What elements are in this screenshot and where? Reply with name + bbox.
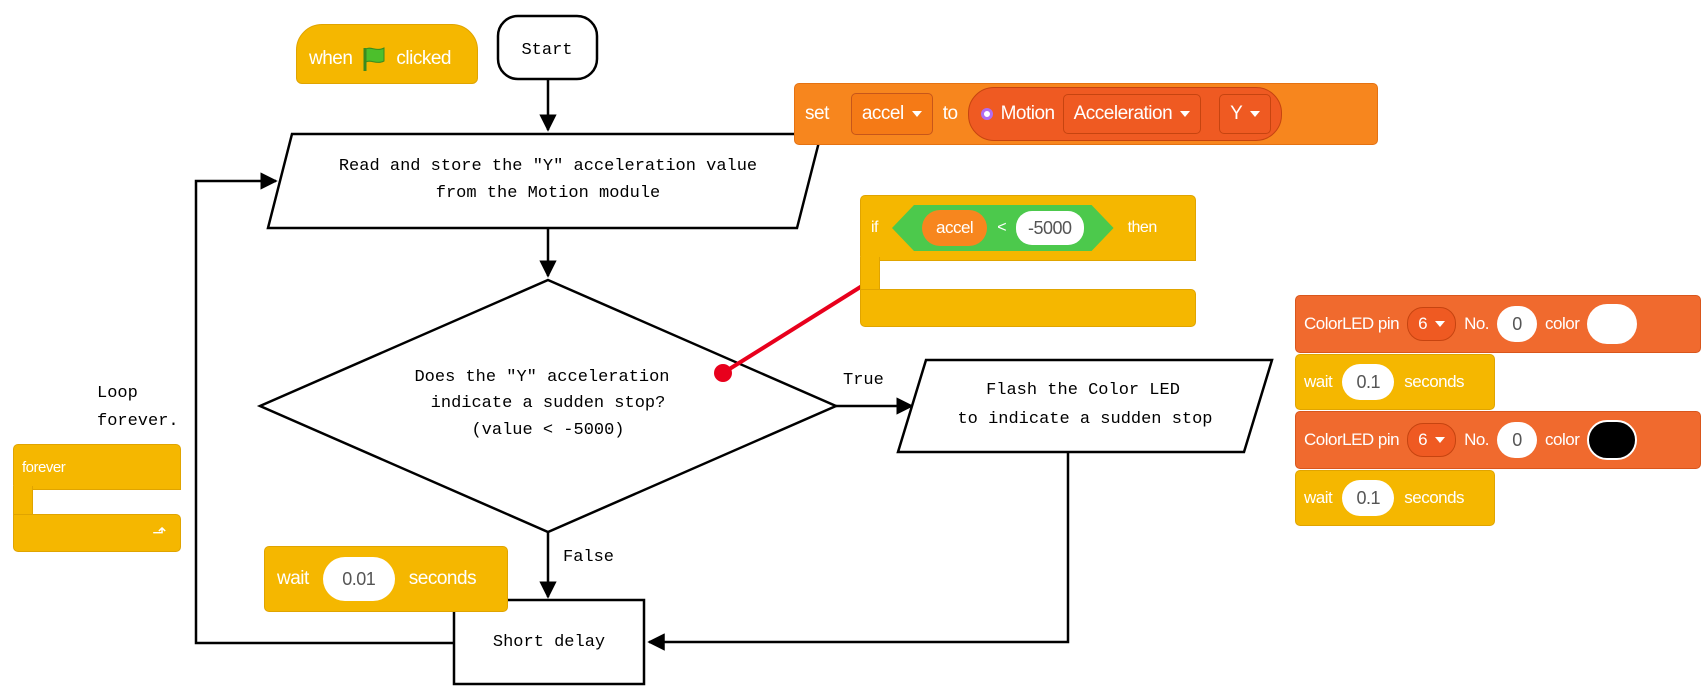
wait1-duration-value: 0.1 xyxy=(1356,371,1380,392)
wait-duration-value: 0.01 xyxy=(342,568,376,589)
chevron-down-icon xyxy=(1435,437,1446,443)
led2-index-value: 0 xyxy=(1512,429,1522,450)
wait1-label: wait xyxy=(1304,372,1333,391)
no2-label: No. xyxy=(1464,430,1490,449)
edge-loop-back xyxy=(194,172,454,645)
colorled-label: ColorLED pin xyxy=(1304,314,1400,333)
forever-block[interactable]: forever ⬏ xyxy=(13,444,181,552)
then-label: then xyxy=(1127,219,1158,236)
wait1-seconds-label: seconds xyxy=(1404,372,1465,391)
motion-label: Motion xyxy=(1000,103,1056,124)
motion-reporter[interactable]: Motion Acceleration Y xyxy=(967,87,1283,141)
if-top: if accel < -5000 then xyxy=(860,195,1196,261)
wait2-duration-input[interactable]: 0.1 xyxy=(1342,480,1395,516)
variable-dropdown-label: accel xyxy=(861,103,904,124)
forever-top: forever xyxy=(13,444,181,490)
no-label: No. xyxy=(1464,314,1490,333)
led-index-value: 0 xyxy=(1512,313,1522,334)
set-accel-block[interactable]: set accel to Motion Acceleration Y xyxy=(794,83,1378,145)
accel-reporter[interactable]: accel xyxy=(922,210,987,246)
pin2-dropdown-label: 6 xyxy=(1418,430,1428,449)
pin-dropdown[interactable]: 6 xyxy=(1407,307,1457,341)
to-label: to xyxy=(942,103,958,124)
if-arm xyxy=(860,257,880,291)
chevron-down-icon xyxy=(1250,111,1261,117)
wait2-seconds-label: seconds xyxy=(1404,488,1465,507)
if-bottom xyxy=(860,289,1196,327)
flash-label-line2: to indicate a sudden stop xyxy=(957,410,1212,429)
forever-bottom: ⬏ xyxy=(13,514,181,552)
forever-arm xyxy=(13,486,33,516)
wait-duration-input[interactable]: 0.01 xyxy=(322,557,395,601)
delay-label: Short delay xyxy=(493,633,605,652)
true-label: True xyxy=(843,371,884,390)
if-label: if xyxy=(871,219,879,236)
axis-dropdown[interactable]: Y xyxy=(1219,94,1272,134)
decision-label-line1: Does the "Y" acceleration xyxy=(414,368,669,387)
colorled-white-block[interactable]: ColorLED pin 6 No. 0 color xyxy=(1295,295,1701,353)
set-label: set xyxy=(805,103,829,124)
forever-label: forever xyxy=(22,458,66,476)
axis-dropdown-label: Y xyxy=(1230,103,1243,124)
when-label: when xyxy=(309,48,353,69)
wait-label: wait xyxy=(277,568,309,589)
if-block[interactable]: if accel < -5000 then xyxy=(860,195,1196,327)
led2-index-input[interactable]: 0 xyxy=(1497,422,1538,458)
flash-io-box xyxy=(896,358,1274,454)
colorled2-label: ColorLED pin xyxy=(1304,430,1400,449)
threshold-input[interactable]: -5000 xyxy=(1016,211,1084,245)
read-label-line1: Read and store the "Y" acceleration valu… xyxy=(339,157,757,176)
green-flag-icon xyxy=(363,47,385,71)
less-than-operator[interactable]: accel < -5000 xyxy=(892,205,1114,251)
motion-sensor-icon xyxy=(980,108,993,120)
colorled-black-block[interactable]: ColorLED pin 6 No. 0 color xyxy=(1295,411,1701,469)
decision-label-line3: (value < -5000) xyxy=(471,421,624,440)
loop-label-line2: forever. xyxy=(97,412,179,431)
read-io-box xyxy=(266,132,823,230)
wait-block-2[interactable]: wait 0.1 seconds xyxy=(1295,470,1495,526)
loop-label-line1: Loop xyxy=(97,384,138,403)
wait1-duration-input[interactable]: 0.1 xyxy=(1342,364,1395,400)
color-label: color xyxy=(1545,314,1580,333)
pin-dropdown-label: 6 xyxy=(1418,314,1428,333)
loop-arrow-icon: ⬏ xyxy=(152,523,166,542)
wait2-label: wait xyxy=(1304,488,1333,507)
flash-label-line1: Flash the Color LED xyxy=(986,381,1180,400)
read-label-line2: from the Motion module xyxy=(436,184,660,203)
color-swatch-black[interactable] xyxy=(1587,420,1638,460)
wait-short-block[interactable]: wait 0.01 seconds xyxy=(264,546,508,612)
clicked-label: clicked xyxy=(396,48,451,69)
chevron-down-icon xyxy=(1180,111,1191,117)
delay-process-box xyxy=(452,598,646,686)
sensor-dropdown-label: Acceleration xyxy=(1073,103,1173,124)
threshold-value: -5000 xyxy=(1028,217,1072,238)
false-label: False xyxy=(563,548,614,567)
chevron-down-icon xyxy=(1435,321,1446,327)
wait-block-1[interactable]: wait 0.1 seconds xyxy=(1295,354,1495,410)
callout-dot xyxy=(714,364,732,382)
edge-flash-delay xyxy=(647,452,1070,651)
operator-label: < xyxy=(997,219,1007,236)
variable-dropdown[interactable]: accel xyxy=(850,93,933,135)
color-swatch-white[interactable] xyxy=(1587,304,1638,344)
wait2-duration-value: 0.1 xyxy=(1356,487,1380,508)
pin2-dropdown[interactable]: 6 xyxy=(1407,423,1457,457)
accel-reporter-label: accel xyxy=(936,218,974,237)
chevron-down-icon xyxy=(911,111,922,117)
callout-line xyxy=(721,279,872,375)
decision-label-line2: indicate a sudden stop? xyxy=(431,394,666,413)
start-label: Start xyxy=(521,41,572,60)
when-flag-clicked-block[interactable]: when clicked xyxy=(296,24,478,84)
color2-label: color xyxy=(1545,430,1580,449)
sensor-dropdown[interactable]: Acceleration xyxy=(1062,94,1202,134)
seconds-label: seconds xyxy=(408,568,477,589)
led-index-input[interactable]: 0 xyxy=(1497,306,1538,342)
